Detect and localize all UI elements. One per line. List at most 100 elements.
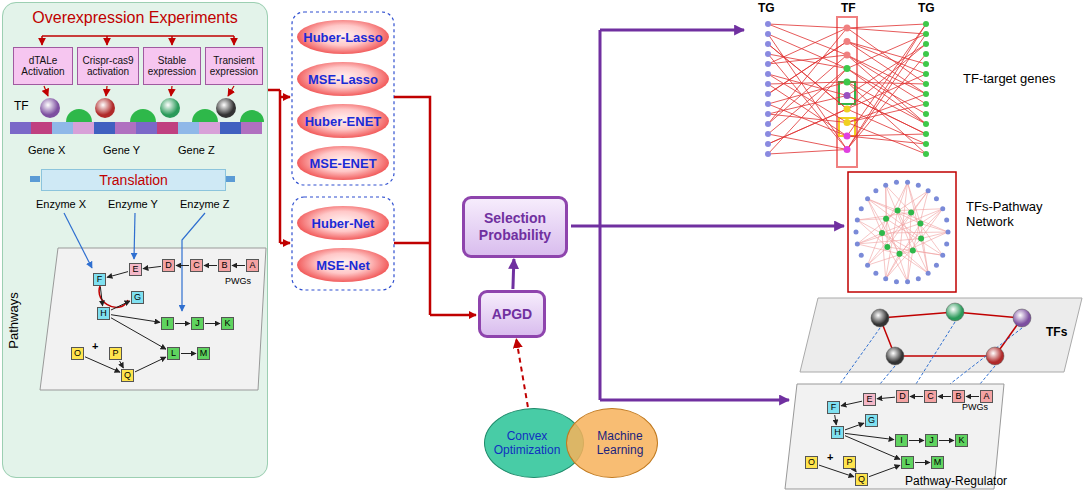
gene-segment [94,122,115,134]
pathway-gene: D [896,390,909,403]
connector [111,301,130,310]
network-frame [848,172,956,292]
text-label: TFs-Pathway Network [966,200,1076,230]
text-label: Gene X [28,144,65,157]
method-box: Stable expression [143,47,201,85]
node-text: Translation [99,172,168,188]
node-text: O [74,349,81,358]
node-text: F [97,275,103,284]
connector [869,465,900,476]
method-box: dTALe Activation [13,47,73,85]
node-text: C [927,392,934,401]
method-box: Crispr-cas9 activation [77,47,139,85]
gene-segment [241,122,262,134]
text-label: + [92,340,98,353]
pathway-gene: Q [121,369,134,382]
binding-domain [66,109,264,122]
pathway-gene: K [221,317,234,330]
pathway-gene: J [191,317,204,330]
connector [100,287,102,306]
input-bracket [268,90,290,243]
tf-circle [40,98,60,118]
node-text: Selection Probability [468,210,562,244]
pathway-gene: Q [855,473,868,486]
connector [516,339,528,407]
tf-circle [95,98,115,118]
connector [232,265,245,266]
text-label: TF-target genes [963,72,1056,87]
node-text: O [808,458,815,467]
node-text: D [165,261,172,270]
tf-plane [800,298,1082,372]
experiment-panel: Overexpression ExperimentsdTALe Activati… [2,2,268,478]
connector [111,318,166,349]
node-text: L [171,349,176,358]
node-text: Huber-ENET [305,114,382,129]
pathway-gene: I [895,434,908,447]
node-text: A [249,261,255,270]
node-text: D [899,392,906,401]
node-text: E [132,265,138,274]
pathway-gene: O [805,456,818,469]
model-ellipse: Huber-ENET [297,104,389,138]
gene-bar [10,122,262,134]
node-text: F [831,403,837,412]
connector [939,440,954,441]
gene-segment [10,122,31,134]
node-text: G [868,416,875,425]
gene-segment [178,122,199,134]
gene-segment [157,122,178,134]
pathway-gene: M [931,456,944,469]
connector [909,440,924,441]
text-label: TG [758,2,775,16]
text-label: Gene Y [103,144,140,157]
node-text: Q [124,371,131,380]
text-label: TG [918,2,935,16]
text-label: TFs [1046,326,1067,340]
text-label: Gene Z [178,144,215,157]
model-ellipse: Huber-Lasso [297,20,389,54]
pathway-gene: J [925,434,938,447]
gene-segment [199,122,220,134]
node-text: J [195,319,200,328]
node-text: M [934,458,942,467]
tf-layer [840,303,1031,384]
pathway-plane [785,384,1004,489]
node-text: E [866,395,872,404]
gene-segment [52,122,73,134]
connector [915,462,930,463]
connector [855,470,856,472]
pathway-plane [40,248,266,390]
connector [181,353,196,354]
method-group [292,197,394,290]
pathway-gene: H [97,307,110,320]
process-box: Selection Probability [462,196,568,258]
text-label: + [827,451,833,464]
pathway-gene: C [190,259,203,272]
pathway-gene: L [167,347,180,360]
text-label: TF [14,100,29,114]
pathway-gene: K [955,434,968,447]
node-text: B [221,261,227,270]
node-text: K [958,436,964,445]
method-group [292,12,394,185]
node-text: Transient expression [208,55,260,78]
gene-segment [136,122,157,134]
connector [938,396,951,397]
node-text: P [846,458,852,467]
connector [841,401,862,406]
pathway-gene: P [109,347,122,360]
connector [175,323,190,324]
pathway-gene: A [980,390,993,403]
gene-segment [31,122,52,134]
tf-pathway-network [854,180,951,284]
text-label: Enzyme X [36,198,86,211]
node-text: Convex Optimization [485,429,569,458]
pathway-gene: A [246,259,259,272]
connector [845,423,864,430]
tf-column [837,17,857,167]
connector [143,266,161,268]
pathway-gene: M [197,347,210,360]
text-label: Pathways [7,292,22,348]
